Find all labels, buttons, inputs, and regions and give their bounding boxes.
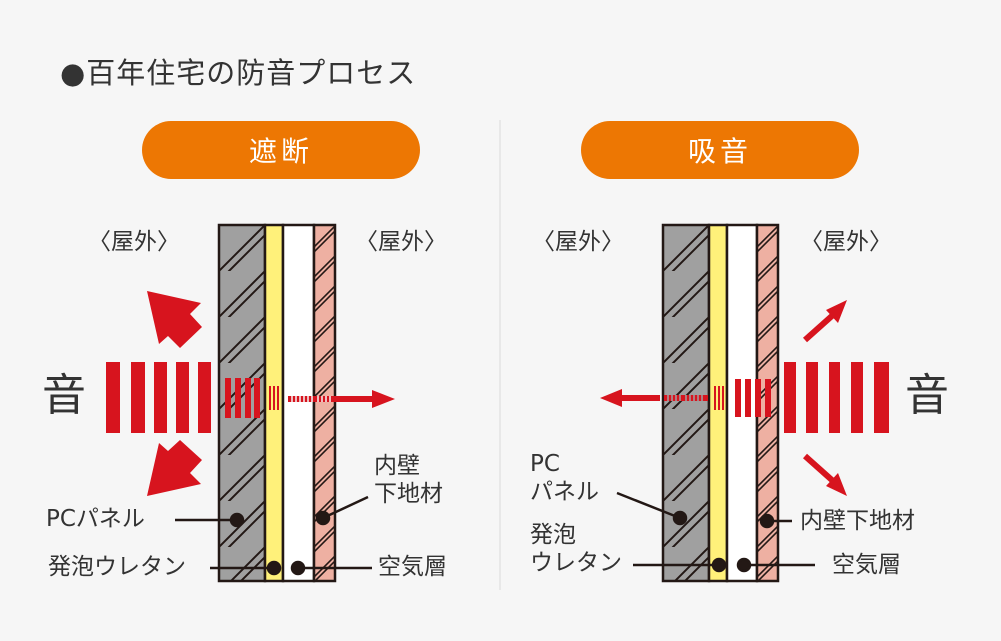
pc-panel-label-line1: PC [530, 451, 560, 477]
reflect-arrow-up-icon [147, 291, 202, 348]
blocking-wall [217, 223, 337, 583]
sound-label: 音 [905, 370, 949, 421]
air-layer [281, 223, 316, 583]
inner-wall-layer [312, 223, 337, 583]
urethane-label-line2: ウレタン [530, 550, 622, 576]
blocking-heading-badge: 遮断 [142, 121, 420, 179]
sound-label: 音 [42, 370, 86, 421]
inner-wall-label-line2: 下地材 [374, 481, 443, 507]
reflect-arrow-down-icon [803, 453, 847, 496]
reflect-arrow-up-icon [803, 300, 847, 343]
inner-wall-label: 内壁下地材 [800, 508, 915, 534]
absorption-leader-lines [616, 491, 815, 573]
page-title: ●百年住宅の防音プロセス [60, 56, 417, 90]
transmitted-sound-arrow [336, 390, 395, 408]
urethane-label-line1: 発泡 [530, 522, 576, 548]
air-layer-label: 空気層 [832, 552, 901, 578]
pc-panel-layer [661, 223, 711, 583]
pc-panel-label-line2: パネル [530, 479, 599, 505]
outside-right-label: 〈屋外〉 [355, 229, 447, 255]
inner-wall-label-line1: 内壁 [374, 453, 420, 479]
air-layer-label: 空気層 [378, 554, 447, 580]
urethane-label: 発泡ウレタン [48, 554, 186, 580]
outside-left-label: 〈屋外〉 [88, 229, 180, 255]
transmitted-sound-arrow [600, 389, 660, 407]
reflect-arrow-down-icon [147, 440, 202, 496]
absorption-heading-badge: 吸音 [581, 121, 859, 179]
absorption-sound-waves [664, 362, 889, 433]
panel-divider [499, 120, 501, 590]
outside-right-label: 〈屋外〉 [800, 229, 892, 255]
outside-left-label: 〈屋外〉 [532, 229, 624, 255]
air-layer [725, 223, 759, 583]
blocking-leader-lines [175, 495, 372, 576]
pc-panel-label: PCパネル [46, 506, 145, 532]
